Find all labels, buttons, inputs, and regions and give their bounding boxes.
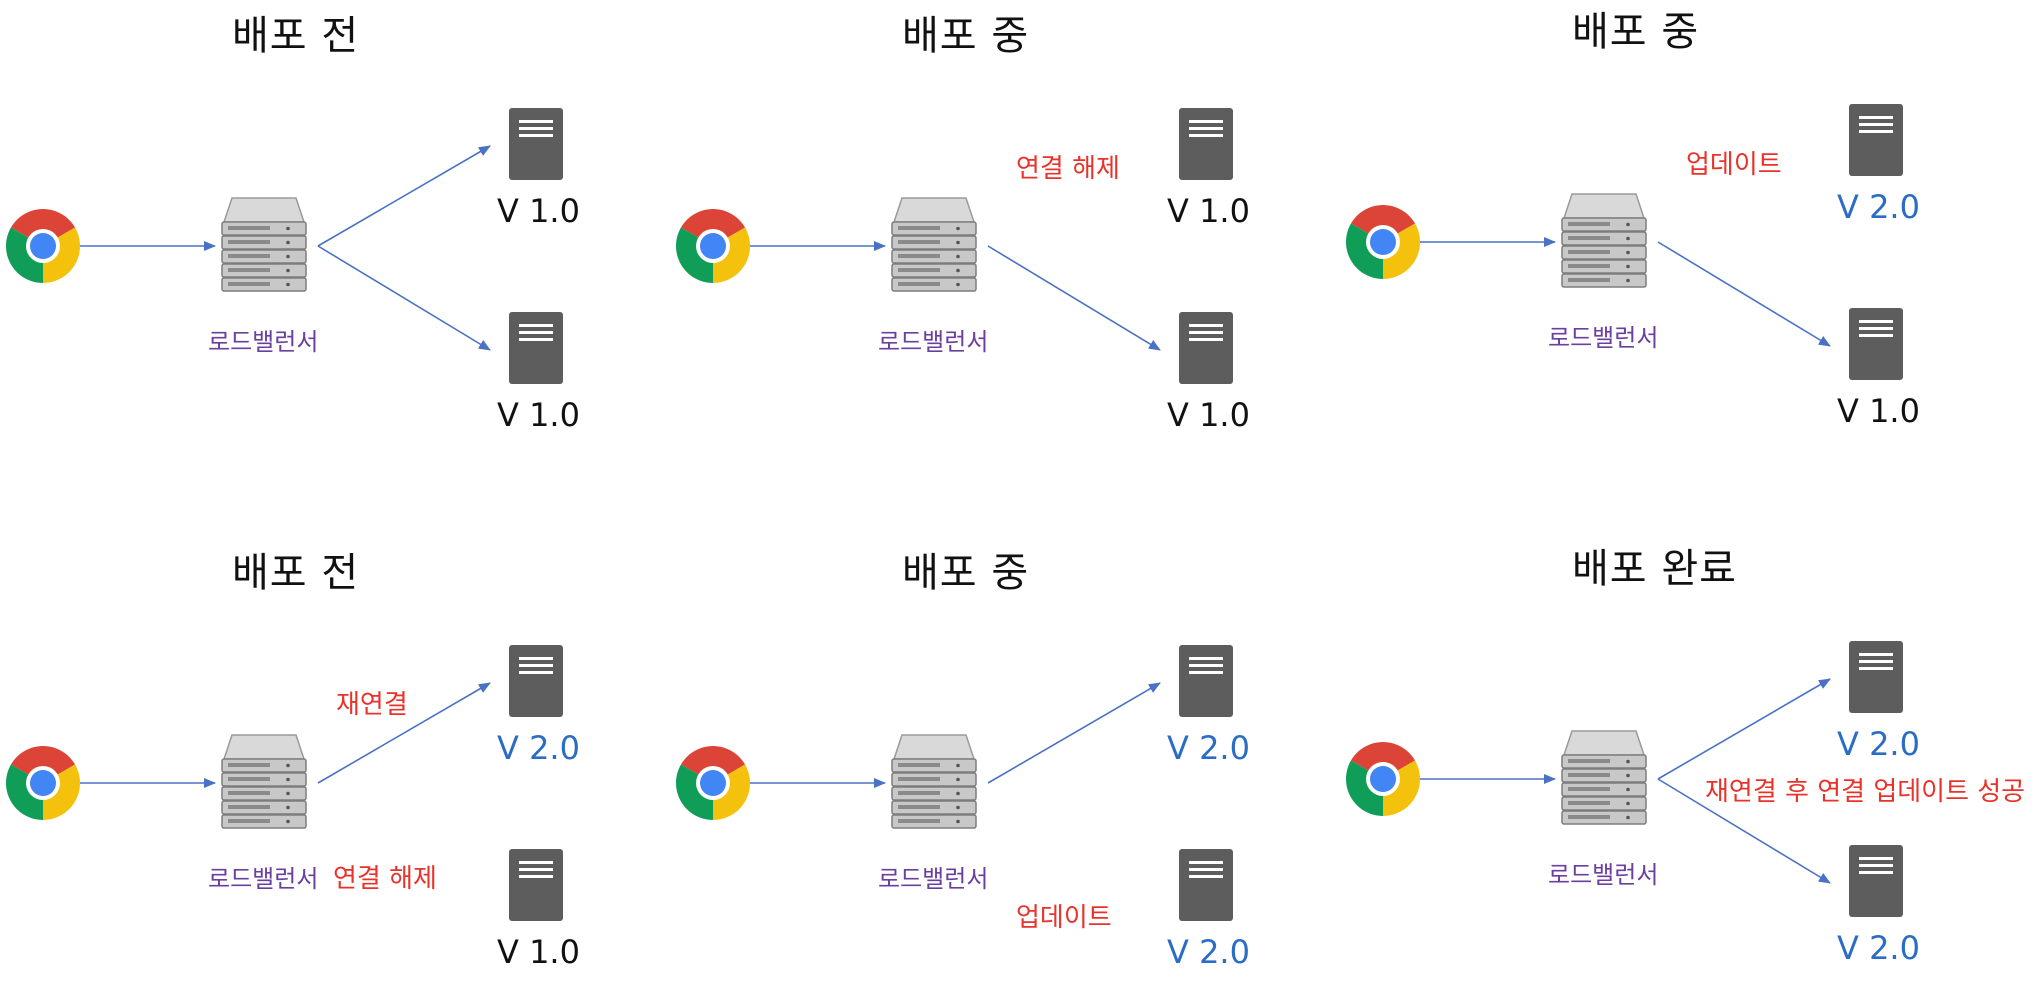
server-icon: [509, 849, 563, 921]
connection-arrows: [80, 145, 491, 351]
server-icon: [1179, 849, 1233, 921]
load-balancer-label: 로드밸런서: [878, 865, 989, 893]
connection-arrows: [80, 682, 491, 788]
panel-title: 배포 중: [1572, 9, 1700, 55]
chrome-icon: [1346, 742, 1420, 816]
connection-arrows: [1420, 678, 1831, 884]
connection-arrows: [1420, 237, 1831, 347]
load-balancer-icon: [891, 734, 977, 829]
server-bottom-version: V 1.0: [1837, 392, 1920, 430]
load-balancer-label: 로드밸런서: [1548, 324, 1659, 352]
status-note: 재연결 후 연결 업데이트 성공: [1705, 777, 2026, 807]
chrome-icon: [6, 209, 80, 283]
server-icon: [1179, 108, 1233, 180]
load-balancer-icon: [891, 197, 977, 292]
panel-title: 배포 전: [232, 550, 360, 596]
panel-title: 배포 중: [902, 13, 1030, 59]
balancer-to-server-bottom-arrow: [1657, 241, 1831, 347]
balancer-to-server-top-arrow: [987, 682, 1161, 784]
balancer-to-server-top-arrow: [317, 145, 491, 247]
server-bottom-version: V 2.0: [1837, 929, 1920, 967]
connection-arrows: [750, 241, 1161, 351]
balancer-to-server-top-arrow: [1657, 678, 1831, 780]
server-icon: [509, 108, 563, 180]
balancer-to-server-bottom-arrow: [317, 245, 491, 351]
server-top-version: V 1.0: [1167, 192, 1250, 230]
balancer-to-server-bottom-arrow: [1657, 778, 1831, 884]
server-icon: [1179, 312, 1233, 384]
status-note: 재연결: [336, 690, 408, 720]
status-note: 업데이트: [1686, 150, 1782, 180]
panel-title: 배포 완료: [1572, 546, 1737, 592]
server-icon: [1849, 641, 1903, 713]
connection-arrows: [750, 682, 1161, 788]
chrome-icon: [676, 209, 750, 283]
server-bottom-version: V 2.0: [1167, 933, 1250, 971]
server-top-version: V 1.0: [497, 192, 580, 230]
load-balancer-label: 로드밸런서: [878, 328, 989, 356]
panel-title: 배포 전: [232, 13, 360, 59]
load-balancer-label: 로드밸런서: [208, 328, 319, 356]
balancer-to-server-bottom-arrow: [987, 245, 1161, 351]
load-balancer-label: 로드밸런서: [1548, 861, 1659, 889]
server-top-version: V 2.0: [1837, 188, 1920, 226]
server-icon: [1849, 308, 1903, 380]
chrome-icon: [676, 746, 750, 820]
load-balancer-label: 로드밸런서: [208, 865, 319, 893]
chrome-icon: [1346, 205, 1420, 279]
server-top-version: V 2.0: [1167, 729, 1250, 767]
server-icon: [1849, 845, 1903, 917]
status-note: 연결 해제: [333, 864, 437, 894]
server-bottom-version: V 1.0: [1167, 396, 1250, 434]
server-bottom-version: V 1.0: [497, 396, 580, 434]
balancer-to-server-top-arrow: [317, 682, 491, 784]
load-balancer-icon: [1561, 193, 1647, 288]
load-balancer-icon: [1561, 730, 1647, 825]
status-note: 업데이트: [1016, 903, 1112, 933]
panel-title: 배포 중: [902, 550, 1030, 596]
load-balancer-icon: [221, 197, 307, 292]
chrome-icon: [6, 746, 80, 820]
status-note: 연결 해제: [1016, 154, 1120, 184]
server-top-version: V 2.0: [497, 729, 580, 767]
server-icon: [509, 645, 563, 717]
server-icon: [1849, 104, 1903, 176]
server-icon: [509, 312, 563, 384]
server-top-version: V 2.0: [1837, 725, 1920, 763]
server-bottom-version: V 1.0: [497, 933, 580, 971]
load-balancer-icon: [221, 734, 307, 829]
server-icon: [1179, 645, 1233, 717]
